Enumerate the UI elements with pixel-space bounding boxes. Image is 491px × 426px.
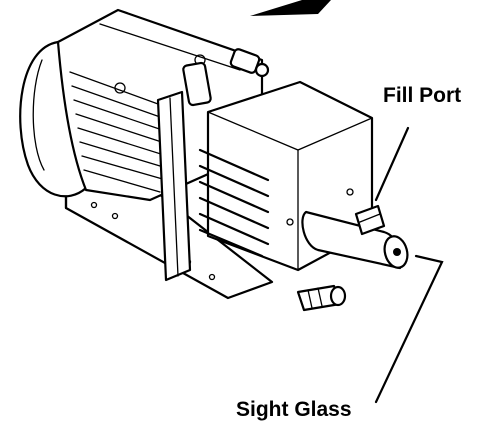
direction-arrow — [250, 0, 331, 16]
fill-port-label: Fill Port — [383, 84, 462, 107]
drain-fitting — [296, 284, 347, 312]
sight-glass-leader — [374, 254, 444, 404]
sight-glass-assembly — [301, 204, 409, 270]
fill-port-leader — [374, 126, 410, 202]
mounting-bracket — [156, 90, 192, 282]
sight-glass-label: Sight Glass — [236, 398, 352, 421]
top-fittings — [182, 48, 270, 107]
